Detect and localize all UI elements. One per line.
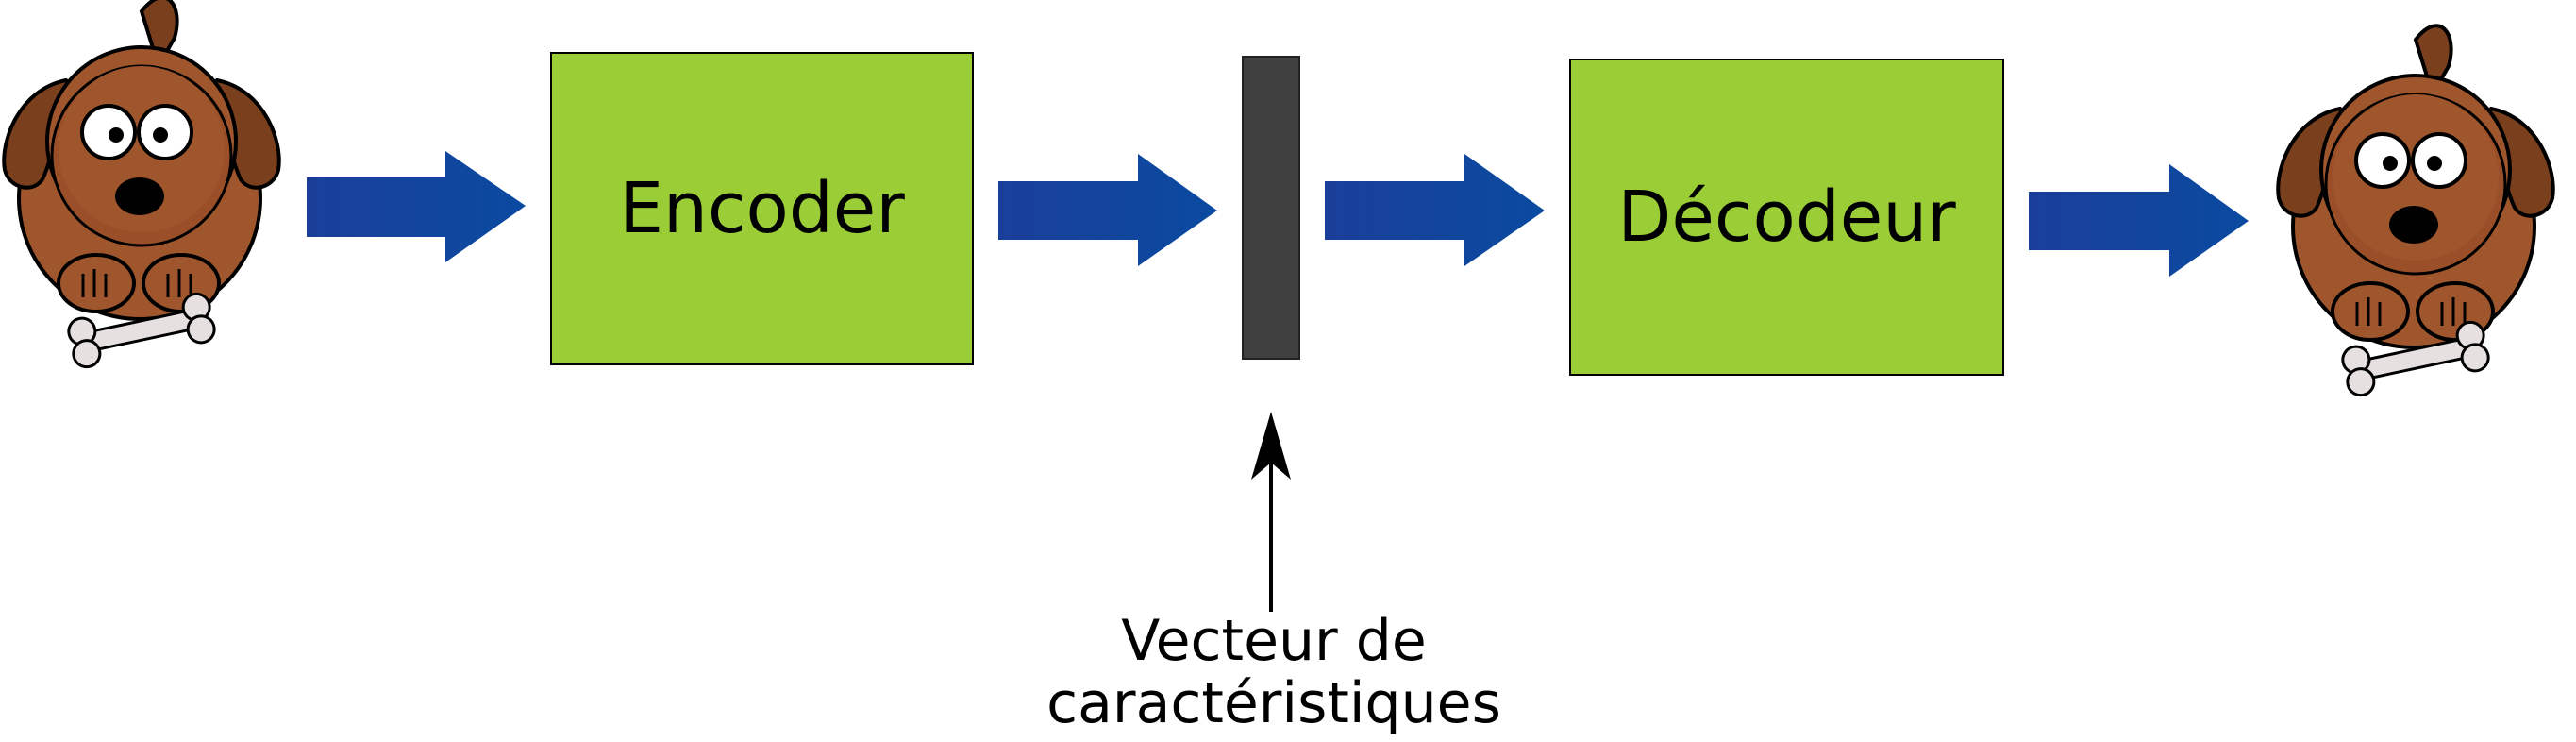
decoder-block-shape	[1569, 59, 2004, 376]
decoder-block: Décodeur	[1570, 59, 2003, 375]
up-arrow-icon	[1251, 412, 1291, 612]
encoder-label: Encoder	[619, 168, 905, 249]
input-dog-image	[2, 0, 281, 372]
feature-caption-line-1: Vecteur de	[1121, 608, 1427, 674]
output-dog-image	[2276, 24, 2555, 400]
encoder-block-shape	[550, 52, 974, 365]
arrow-encoder-to-vector	[998, 154, 1217, 266]
feature-caption-line-2: caractéristiques	[1046, 670, 1501, 736]
arrow-vector-to-decoder	[1325, 154, 1545, 266]
encoder-block: Encoder	[551, 53, 973, 364]
arrow-input-to-encoder	[307, 151, 526, 262]
arrow-decoder-to-output	[2029, 164, 2249, 277]
decoder-label: Décodeur	[1617, 177, 1956, 258]
feature-vector-caption: Vecteur de caractéristiques	[962, 610, 1585, 734]
feature-vector-bar	[1242, 56, 1300, 360]
